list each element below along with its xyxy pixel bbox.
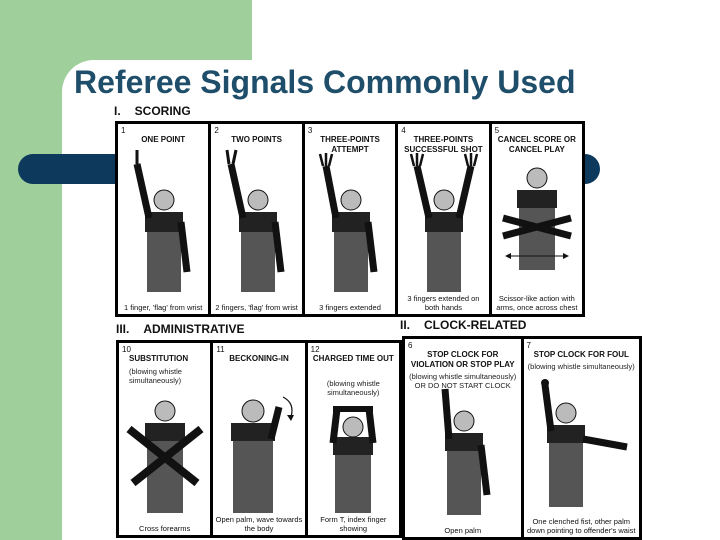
referee-figure-one-point bbox=[133, 150, 191, 292]
panel-title: THREE-POINTS ATTEMPT bbox=[320, 135, 380, 154]
panel-subtitle: (blowing whistle simultaneously) bbox=[527, 362, 635, 371]
panel-subtitle: (blowing whistle simultaneously) bbox=[326, 379, 380, 397]
signal-panel-substitution: 10 SUBSTITUTION (blowing whistle simulta… bbox=[119, 343, 211, 535]
panel-caption: Cross forearms bbox=[139, 524, 191, 533]
section-numeral: II. bbox=[400, 318, 411, 332]
panel-caption: Scissor-like action with arms, once acro… bbox=[496, 294, 578, 312]
panel-subtitle: (blowing whistle simultaneously) OR DO N… bbox=[409, 372, 517, 390]
scoring-panels: 1 ONE POINT 1 finger, 'flag' from wrist … bbox=[115, 121, 585, 317]
referee-figure-charged-time-out bbox=[329, 406, 377, 513]
panel-title: SUBSTITUTION bbox=[129, 354, 189, 363]
administrative-panels: 10 SUBSTITUTION (blowing whistle simulta… bbox=[116, 340, 402, 538]
panel-number: 11 bbox=[216, 345, 225, 354]
panel-title: ONE POINT bbox=[141, 135, 186, 144]
signal-panel-stop-clock-foul: 7 STOP CLOCK FOR FOUL (blowing whistle s… bbox=[523, 339, 639, 537]
panel-title: STOP CLOCK FOR FOUL bbox=[533, 350, 629, 359]
panel-title: THREE-POINTS SUCCESSFUL SHOT bbox=[404, 135, 483, 154]
panel-title: STOP CLOCK FOR VIOLATION OR STOP PLAY bbox=[410, 350, 515, 369]
panel-title: CHARGED TIME OUT bbox=[312, 354, 394, 363]
panel-number: 2 bbox=[214, 126, 219, 135]
panel-caption: 1 finger, 'flag' from wrist bbox=[124, 303, 203, 312]
referee-figure-three-points-attempt bbox=[318, 153, 378, 292]
section-numeral: III. bbox=[116, 322, 130, 336]
section-title: SCORING bbox=[134, 104, 191, 118]
referee-figure-two-points bbox=[225, 149, 285, 292]
section-title: ADMINISTRATIVE bbox=[143, 322, 245, 336]
section-title: CLOCK-RELATED bbox=[424, 318, 527, 332]
panel-subtitle: (blowing whistle simultaneously) bbox=[129, 367, 182, 385]
referee-figure-substitution bbox=[126, 400, 204, 513]
panel-caption: 3 fingers extended bbox=[319, 303, 381, 312]
panel-number: 1 bbox=[121, 126, 126, 135]
section-administrative-heading: III. ADMINISTRATIVE bbox=[116, 322, 244, 336]
referee-figure-cancel-score bbox=[501, 167, 572, 270]
signal-panel-one-point: 1 ONE POINT 1 finger, 'flag' from wrist bbox=[118, 124, 209, 314]
panel-caption: Open palm, wave towards the body bbox=[215, 515, 303, 533]
signal-panel-stop-clock-violation: 6 STOP CLOCK FOR VIOLATION OR STOP PLAY … bbox=[405, 339, 521, 537]
signal-panel-three-points-attempt: 3 THREE-POINTS ATTEMPT 3 fingers extende… bbox=[304, 124, 396, 314]
signal-panel-three-points-successful: 4 THREE-POINTS SUCCESSFUL SHOT 3 fingers… bbox=[398, 124, 489, 314]
panel-title: TWO POINTS bbox=[231, 135, 282, 144]
referee-figure-stop-clock-foul bbox=[541, 379, 628, 507]
panel-number: 5 bbox=[494, 126, 500, 135]
panel-title: BECKONING-IN bbox=[229, 354, 289, 363]
signal-panel-two-points: 2 TWO POINTS 2 fingers, 'flag' from wris… bbox=[211, 124, 302, 314]
section-clock-heading: II. CLOCK-RELATED bbox=[400, 318, 526, 332]
panel-number: 10 bbox=[122, 345, 131, 354]
panel-number: 3 bbox=[307, 126, 313, 135]
referee-figure-three-points-successful bbox=[410, 153, 479, 292]
section-numeral: I. bbox=[114, 104, 121, 118]
referee-figure-beckoning-in bbox=[230, 396, 294, 513]
panel-number: 12 bbox=[310, 345, 320, 354]
referee-signals-chart: I. SCORING 1 ONE POINT 1 finger, 'flag' f… bbox=[108, 100, 648, 540]
panel-title: CANCEL SCORE OR CANCEL PLAY bbox=[497, 135, 576, 154]
panel-caption: Form T, index finger showing bbox=[320, 515, 387, 533]
panel-number: 7 bbox=[526, 341, 531, 350]
panel-caption: Open palm bbox=[444, 526, 482, 535]
slide-title: Referee Signals Commonly Used bbox=[74, 64, 576, 100]
signal-panel-beckoning-in: 11 BECKONING-IN Open palm, wave towards … bbox=[213, 343, 305, 535]
panel-number: 4 bbox=[401, 126, 406, 135]
section-scoring-heading: I. SCORING bbox=[114, 104, 191, 118]
panel-number: 6 bbox=[408, 341, 413, 350]
referee-figure-stop-clock-violation bbox=[441, 388, 491, 515]
panel-caption: 3 fingers extended on both hands bbox=[407, 294, 480, 312]
signal-panel-charged-time-out: 12 CHARGED TIME OUT (blowing whistle sim… bbox=[307, 343, 399, 535]
signal-panel-cancel-score: 5 CANCEL SCORE OR CANCEL PLAY Scissor-li… bbox=[491, 124, 583, 314]
panel-caption: One clenched fist, other palm down point… bbox=[527, 517, 636, 535]
panel-caption: 2 fingers, 'flag' from wrist bbox=[215, 303, 298, 312]
clock-panels: 6 STOP CLOCK FOR VIOLATION OR STOP PLAY … bbox=[402, 336, 642, 540]
